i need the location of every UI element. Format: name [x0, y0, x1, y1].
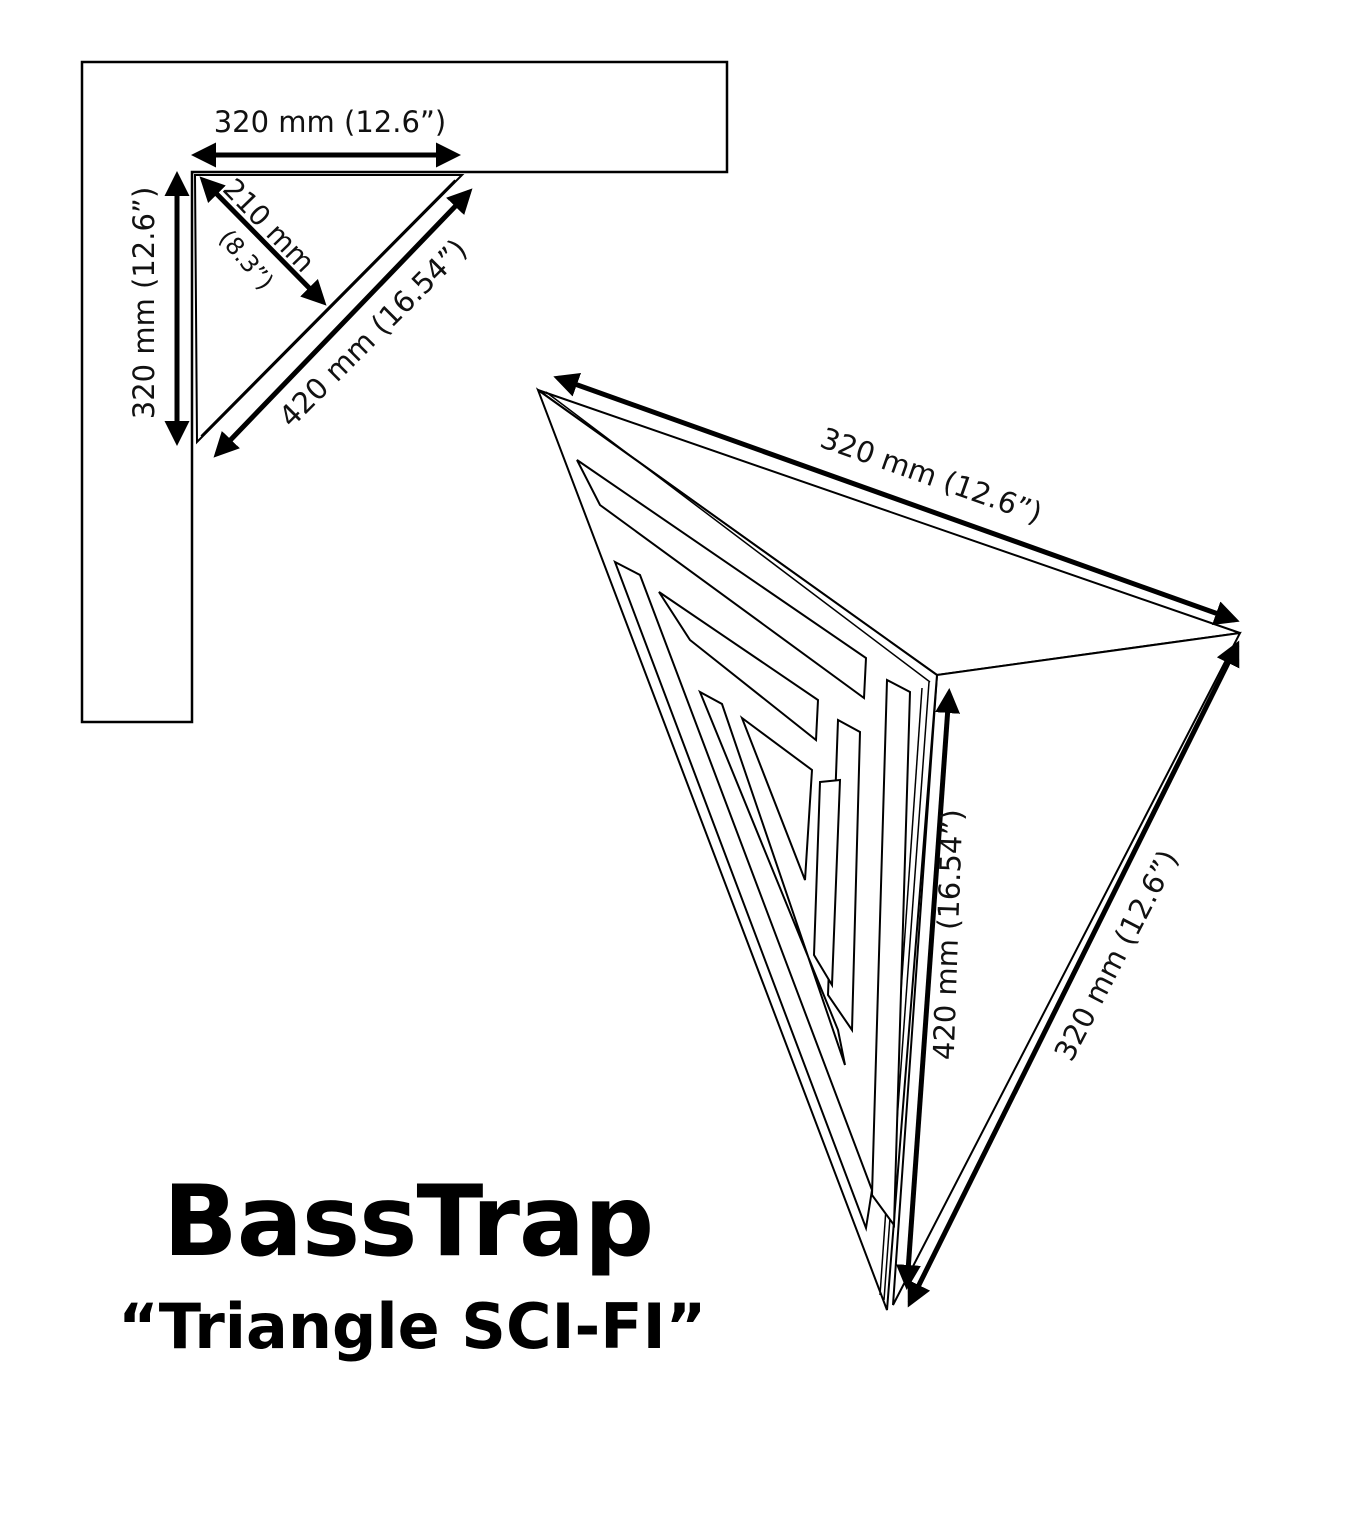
- top-height-label: 320 mm (12.6”): [127, 187, 161, 420]
- top-width-label: 320 mm (12.6”): [214, 105, 447, 139]
- right-edge-arrow: [907, 640, 1240, 1308]
- product-title: BassTrap: [163, 1165, 653, 1279]
- top-edge-arrow: [553, 372, 1240, 626]
- product-subtitle: “Triangle SCI-FI”: [118, 1290, 706, 1363]
- room-corner-wall: [80, 60, 729, 724]
- cutout-inner-vertical: [812, 778, 842, 989]
- cutout-middle-diagonal: [698, 689, 846, 1066]
- cutout-inner-triangle: [739, 715, 814, 881]
- hypotenuse-arrow: [213, 188, 473, 458]
